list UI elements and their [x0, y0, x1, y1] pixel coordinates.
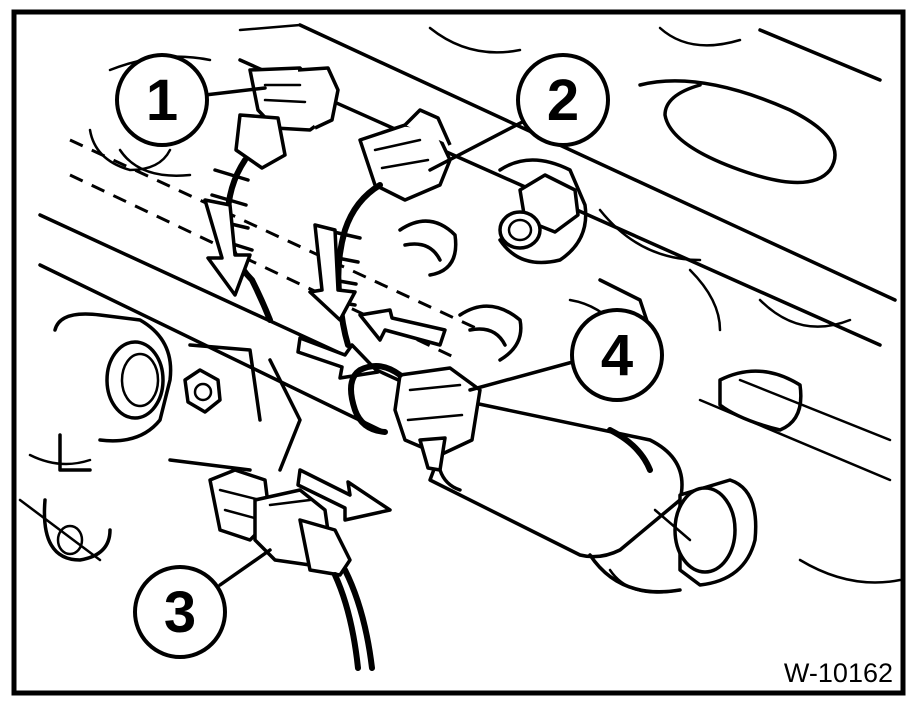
callout-2: 2	[516, 53, 610, 147]
left-boss	[42, 312, 302, 562]
sensor-4	[348, 363, 758, 594]
callout-2-label: 2	[547, 68, 579, 133]
callout-1: 1	[115, 53, 209, 147]
callout-3-label: 3	[164, 580, 196, 645]
sensor-3	[208, 468, 375, 671]
mounting-bolt-upper	[498, 173, 580, 250]
engine-block	[18, 23, 902, 594]
callout-4-label: 4	[601, 323, 633, 388]
leader-lines	[203, 86, 582, 587]
sensor-1	[210, 66, 340, 323]
callout-3: 3	[133, 565, 227, 659]
figure-code: W-10162	[784, 658, 893, 688]
callout-1-label: 1	[146, 68, 178, 133]
sensor-2	[320, 108, 452, 348]
callout-4: 4	[570, 308, 664, 402]
